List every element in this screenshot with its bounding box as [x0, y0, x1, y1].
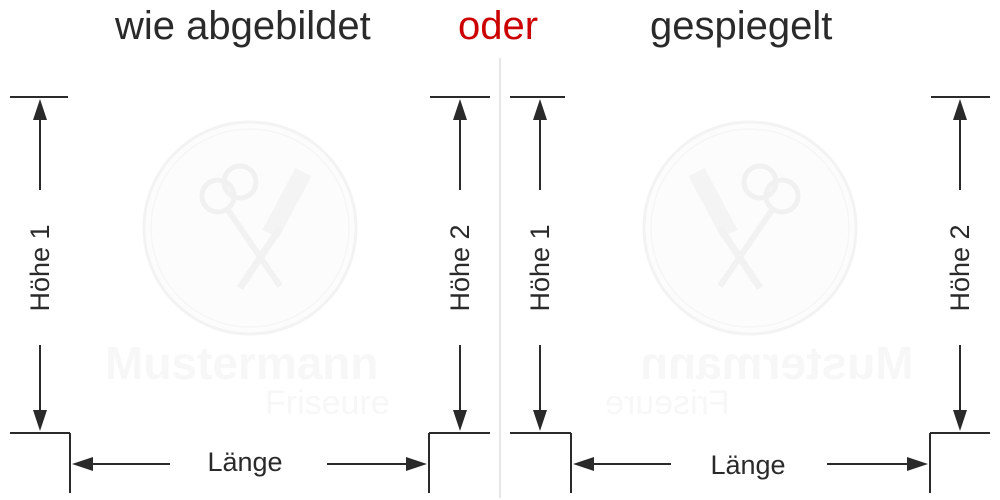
- height-2-label-mirrored: Höhe 2: [945, 224, 975, 312]
- height-1-label-mirrored: Höhe 1: [525, 224, 555, 312]
- logo-watermark-mirrored: [640, 118, 860, 338]
- height-1-label-as-shown: Höhe 1: [25, 224, 55, 312]
- scissors-comb-icon: [142, 120, 358, 336]
- title-or: oder: [458, 4, 539, 48]
- length-label-mirrored: Länge: [710, 450, 786, 480]
- scissors-comb-icon: [642, 120, 858, 336]
- height-2-label-as-shown: Höhe 2: [445, 224, 475, 312]
- panel-divider: [499, 58, 501, 498]
- logo-watermark-as-shown: [140, 118, 360, 338]
- logo-name-as-shown: Mustermann: [105, 337, 379, 389]
- title-mirrored: gespiegelt: [650, 4, 833, 48]
- logo-subtitle-as-shown: Friseure: [265, 384, 390, 422]
- title-as-shown: wie abgebildet: [115, 4, 371, 48]
- length-label-as-shown: Länge: [207, 447, 283, 477]
